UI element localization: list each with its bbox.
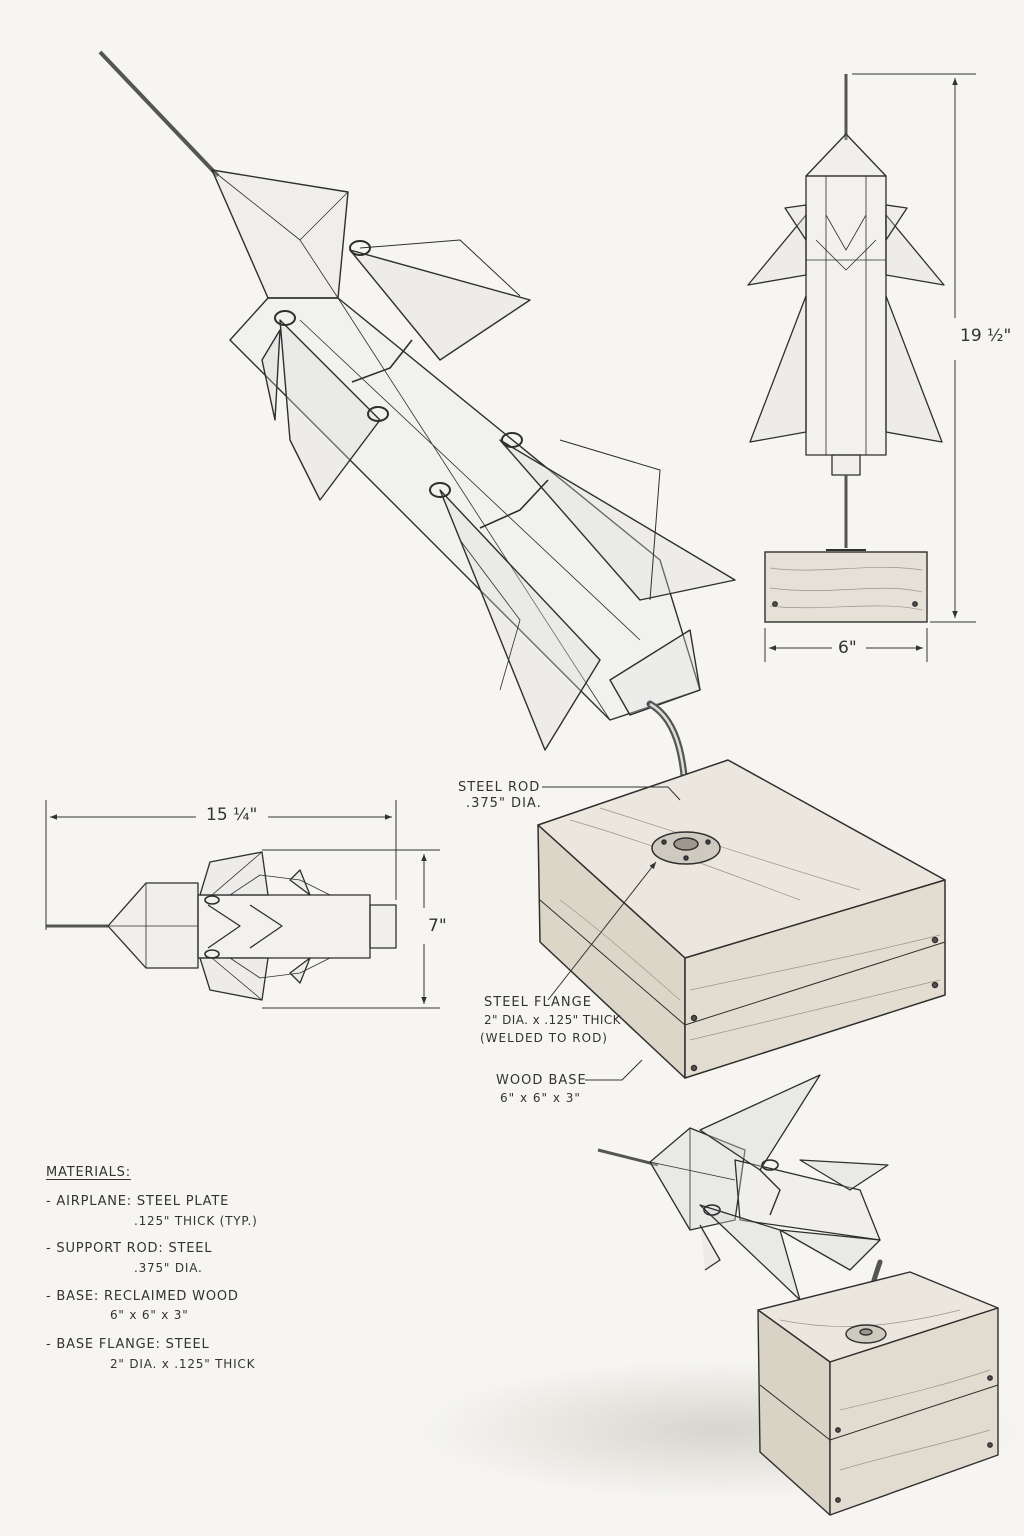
small-perspective-view bbox=[597, 1074, 889, 1333]
top-view bbox=[46, 851, 397, 1001]
callout-rod-line1: STEEL ROD bbox=[458, 780, 541, 795]
materials-item-rod-detail: .375" DIA. bbox=[134, 1261, 203, 1275]
materials-item-airplane-detail: .125" THICK (TYP.) bbox=[134, 1214, 258, 1228]
callout-flange-line2: 2" DIA. x .125" THICK bbox=[484, 1013, 621, 1027]
callout-leaders bbox=[542, 786, 681, 1081]
dimension-length-top: 15 ¼" bbox=[206, 805, 258, 825]
front-view-dimensions bbox=[764, 73, 976, 662]
callout-rod-line2: .375" DIA. bbox=[466, 796, 542, 811]
materials-item-rod: - SUPPORT ROD: STEEL bbox=[46, 1241, 213, 1256]
top-view-dimensions bbox=[45, 800, 440, 1009]
callout-base-line2: 6" x 6" x 3" bbox=[500, 1091, 581, 1105]
dimension-width-top: 7" bbox=[428, 916, 447, 936]
front-view bbox=[747, 74, 945, 551]
main-wood-base bbox=[537, 759, 946, 1079]
materials-item-flange-detail: 2" DIA. x .125" THICK bbox=[110, 1357, 256, 1371]
callout-flange-line3: (WELDED TO ROD) bbox=[480, 1031, 608, 1045]
materials-heading: MATERIALS: bbox=[46, 1165, 131, 1180]
dimension-height: 19 ½" bbox=[960, 326, 1012, 346]
small-wood-base bbox=[757, 1271, 999, 1516]
callout-flange-line1: STEEL FLANGE bbox=[484, 995, 592, 1010]
dimension-width-front: 6" bbox=[838, 638, 857, 658]
callout-base-line1: WOOD BASE bbox=[496, 1073, 587, 1088]
materials-item-flange: - BASE FLANGE: STEEL bbox=[46, 1337, 210, 1352]
materials-item-base: - BASE: RECLAIMED WOOD bbox=[46, 1289, 239, 1304]
materials-item-base-detail: 6" x 6" x 3" bbox=[110, 1308, 189, 1322]
front-view-base bbox=[764, 551, 928, 623]
main-iso-view bbox=[98, 50, 736, 844]
materials-item-airplane: - AIRPLANE: STEEL PLATE bbox=[46, 1194, 230, 1209]
